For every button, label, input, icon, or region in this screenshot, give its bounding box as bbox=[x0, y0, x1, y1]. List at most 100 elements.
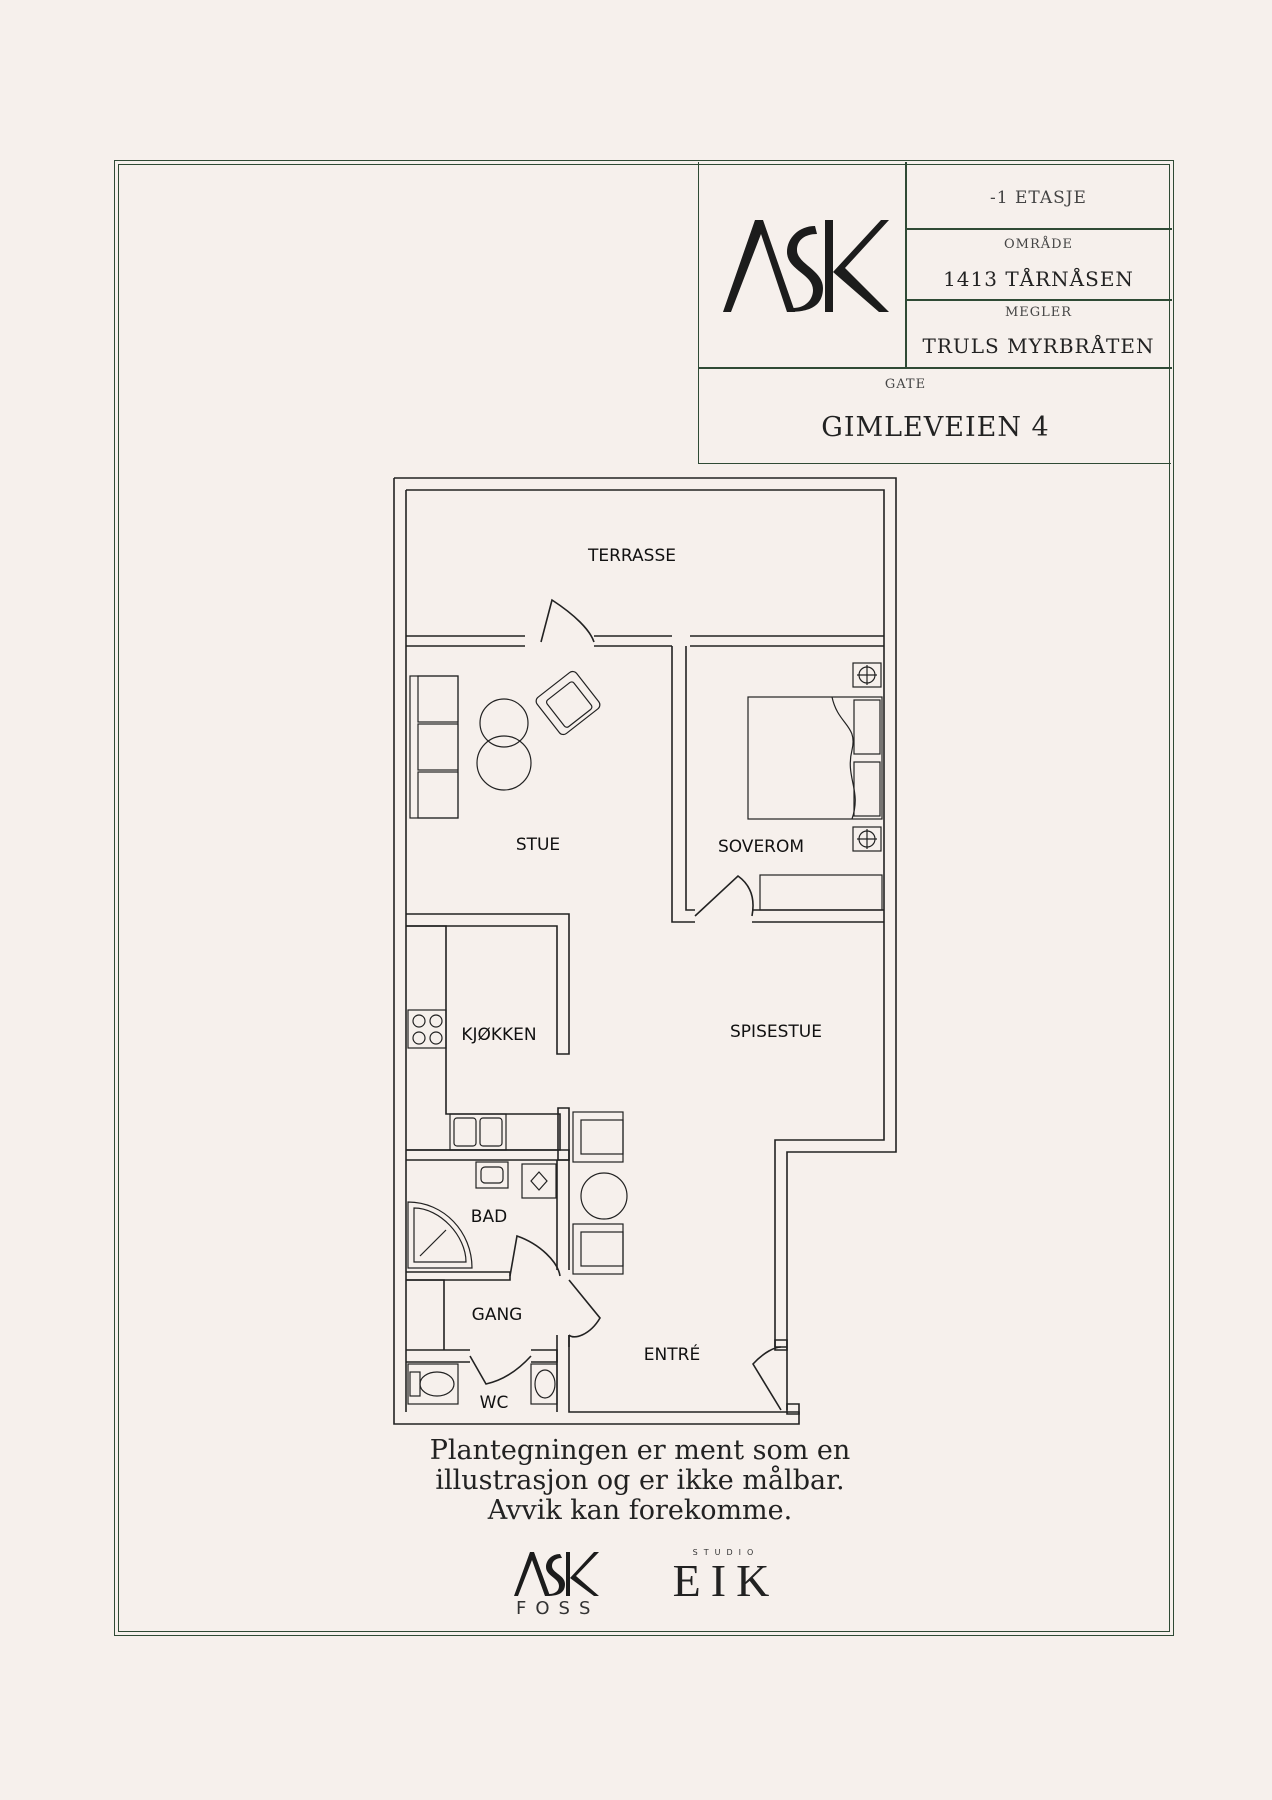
studio-small-label: STUDIO bbox=[692, 1548, 760, 1557]
room-label-dining: SPISESTUE bbox=[730, 1022, 822, 1042]
dining-chair-seat bbox=[580, 1231, 624, 1267]
disclaimer: Plantegningen er ment som en illustrasjo… bbox=[380, 1436, 900, 1526]
wall-end bbox=[774, 1339, 788, 1351]
wall bbox=[531, 1349, 558, 1363]
bed bbox=[747, 696, 883, 820]
shower-drain-line bbox=[419, 1229, 447, 1257]
bed-blanket bbox=[831, 696, 856, 820]
kitchen-sink bbox=[449, 1113, 507, 1151]
shower-tray bbox=[413, 1207, 467, 1263]
outer-wall bbox=[394, 477, 897, 1347]
room-label-wc: WC bbox=[480, 1393, 509, 1413]
broker-label: MEGLER bbox=[1004, 305, 1073, 320]
window bbox=[690, 635, 770, 647]
wall bbox=[406, 1149, 570, 1161]
street-label: GATE bbox=[884, 377, 927, 392]
sink-bowl bbox=[479, 1117, 503, 1147]
stove bbox=[407, 1009, 447, 1049]
sofa-cushion bbox=[417, 771, 459, 819]
coffee-table bbox=[479, 698, 529, 748]
bathroom-sink-bowl bbox=[480, 1166, 504, 1184]
dining-chair-seat bbox=[580, 1119, 624, 1155]
nightstand bbox=[852, 662, 882, 688]
wall bbox=[406, 1349, 470, 1363]
burner bbox=[429, 1014, 443, 1028]
title-divider bbox=[905, 299, 1172, 301]
street-value: GIMLEVEIEN 4 bbox=[821, 412, 1050, 443]
wall bbox=[556, 1160, 570, 1270]
sofa bbox=[409, 675, 459, 819]
inner-frame bbox=[118, 164, 1170, 1632]
window bbox=[594, 635, 672, 647]
toilet-tank bbox=[409, 1371, 421, 1397]
ask-logo bbox=[723, 220, 889, 312]
lamp bbox=[857, 665, 877, 685]
wall bbox=[671, 646, 695, 923]
outer-wall bbox=[393, 478, 800, 1425]
door-swing bbox=[752, 1346, 782, 1411]
room-label-bath: BAD bbox=[471, 1207, 507, 1227]
coffee-table bbox=[476, 735, 532, 791]
disclaimer-line: Avvik kan forekomme. bbox=[487, 1495, 793, 1526]
wardrobe bbox=[759, 874, 883, 911]
burner bbox=[429, 1031, 443, 1045]
outer-frame bbox=[114, 160, 1174, 1636]
area-value: 1413 TÅRNÅSEN bbox=[943, 267, 1134, 291]
toilet-bowl bbox=[419, 1371, 455, 1397]
armchair bbox=[535, 670, 601, 736]
wall bbox=[685, 646, 695, 911]
washing-machine bbox=[521, 1163, 557, 1199]
title-divider-vertical bbox=[905, 162, 907, 367]
toilet bbox=[407, 1363, 459, 1405]
door-swing bbox=[694, 874, 754, 917]
walls bbox=[393, 477, 897, 1425]
wc-sink bbox=[530, 1363, 558, 1405]
wall bbox=[406, 1271, 511, 1281]
disclaimer-line: illustrasjon og er ikke målbar. bbox=[435, 1465, 845, 1496]
floor-label: -1 ETASJE bbox=[990, 188, 1087, 208]
pillow bbox=[853, 761, 881, 817]
burner bbox=[412, 1031, 426, 1045]
closet bbox=[406, 1279, 445, 1350]
room-label-terrace: TERRASSE bbox=[587, 546, 676, 566]
area-label: OMRÅDE bbox=[1003, 237, 1074, 252]
room-label-living: STUE bbox=[516, 835, 560, 855]
sofa-cushion bbox=[417, 675, 459, 723]
sofa-cushion bbox=[417, 723, 459, 771]
window bbox=[406, 635, 525, 647]
lamp bbox=[857, 829, 877, 849]
door-swing bbox=[568, 1279, 601, 1338]
outer-wall bbox=[406, 489, 885, 1347]
burner bbox=[412, 1014, 426, 1028]
broker-value: TRULS MYRBRÅTEN bbox=[922, 334, 1155, 358]
room-label-entry: ENTRÉ bbox=[644, 1343, 700, 1365]
disclaimer-line: Plantegningen er ment som en bbox=[429, 1435, 851, 1466]
wc-sink-bowl bbox=[534, 1369, 556, 1399]
room-label-hall: GANG bbox=[472, 1305, 523, 1325]
title-divider bbox=[905, 228, 1172, 230]
room-label-kitchen: KJØKKEN bbox=[461, 1025, 536, 1045]
studio-eik-logo: EIK bbox=[672, 1555, 780, 1606]
ask-foss-logo: FOSS bbox=[514, 1552, 599, 1618]
wall bbox=[770, 635, 884, 647]
furniture bbox=[407, 662, 883, 1405]
bathroom-sink bbox=[475, 1161, 509, 1189]
door-swing bbox=[469, 1355, 532, 1385]
door-swing bbox=[509, 1234, 561, 1277]
pillow bbox=[853, 699, 881, 755]
door-swing bbox=[540, 598, 595, 643]
dining-table bbox=[580, 1172, 628, 1220]
wall bbox=[406, 913, 570, 1055]
sink-bowl bbox=[453, 1117, 477, 1147]
title-block: -1 ETASJE OMRÅDE 1413 TÅRNÅSEN MEGLER TR… bbox=[698, 162, 1172, 464]
wall-end bbox=[786, 1403, 800, 1415]
ask-foss-sub: FOSS bbox=[516, 1598, 599, 1618]
wall bbox=[752, 909, 884, 923]
room-label-bedroom: SOVEROM bbox=[718, 837, 804, 857]
washing-machine-drum bbox=[530, 1171, 548, 1191]
wall bbox=[556, 1335, 570, 1412]
wall bbox=[775, 1346, 788, 1410]
shower bbox=[407, 1201, 473, 1269]
title-divider bbox=[699, 367, 1172, 369]
